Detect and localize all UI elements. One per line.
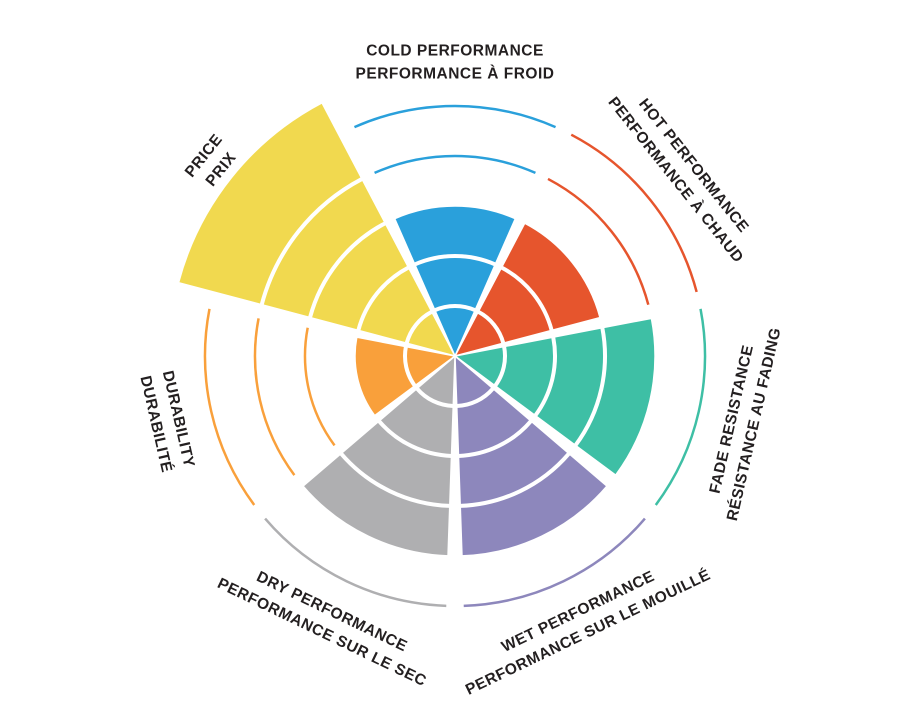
ring-separator-hot [500, 265, 554, 331]
ring-separator-fade [533, 336, 557, 417]
label-outer-cold: COLD PERFORMANCE [366, 42, 544, 59]
ring-separator-dry [377, 419, 452, 458]
level-arc-cold [353, 104, 557, 129]
level-arc-dry [264, 517, 447, 608]
ring-separator-cold [434, 304, 476, 313]
ring-separator-durability [403, 346, 417, 387]
ring-separator-dry [415, 387, 454, 408]
ring-separator-wet [456, 387, 495, 408]
level-arc-durability [203, 308, 256, 506]
ring-separator-dry [339, 452, 450, 508]
ring-separator-fade [493, 346, 507, 387]
sector-cold [393, 205, 517, 358]
ring-separator-fade [573, 327, 607, 447]
label-outer-dry: PERFORMANCE SUR LE SEC [215, 575, 429, 690]
label-outer-wet: PERFORMANCE SUR LE MOUILLÉ [463, 566, 713, 698]
ring-separator-price [308, 221, 387, 319]
level-arc-hot [547, 177, 650, 306]
level-arc-durability [253, 318, 296, 476]
ring-separator-price [356, 265, 410, 331]
level-arc-wet [463, 517, 646, 608]
sector-durability [354, 336, 457, 417]
ring-separator-price [259, 177, 363, 306]
level-arc-hot [570, 133, 698, 293]
level-arc-fade [654, 308, 707, 506]
sector-wet [454, 354, 608, 557]
ring-separator-wet [460, 452, 571, 508]
sector-price [177, 101, 457, 358]
ring-separator-cold [413, 253, 497, 267]
level-arc-cold [374, 154, 536, 175]
ring-separator-wet [458, 419, 533, 458]
ring-separator-hot [477, 309, 506, 344]
label-inner-cold: PERFORMANCE À FROID [356, 65, 555, 82]
sector-dry [302, 354, 456, 557]
ring-separator-price [404, 309, 433, 344]
level-arc-durability [303, 327, 336, 447]
